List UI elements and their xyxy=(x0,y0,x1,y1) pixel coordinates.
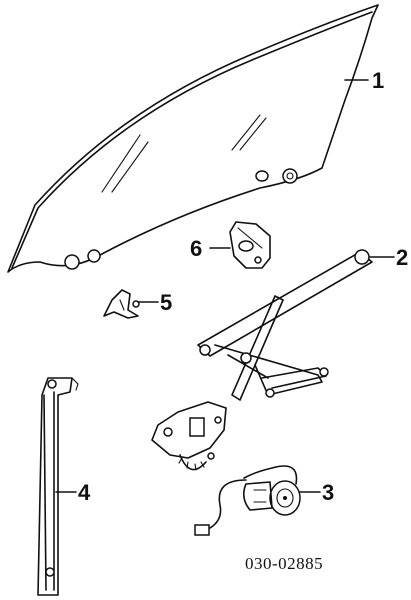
callout-4: 4 xyxy=(78,480,91,505)
callout-2: 2 xyxy=(396,245,408,270)
regulator-motor-part xyxy=(194,465,321,536)
mounting-bracket-part xyxy=(209,221,271,269)
callout-6: 6 xyxy=(190,236,202,261)
guide-rail-part xyxy=(37,377,79,596)
callout-1: 1 xyxy=(372,68,384,93)
door-glass-part xyxy=(7,4,379,273)
window-regulator-part xyxy=(151,249,395,471)
bracket-clip-part xyxy=(103,289,159,319)
diagram-code: 030-02885 xyxy=(245,554,323,573)
callout-3: 3 xyxy=(322,480,334,505)
callout-5: 5 xyxy=(160,290,172,315)
